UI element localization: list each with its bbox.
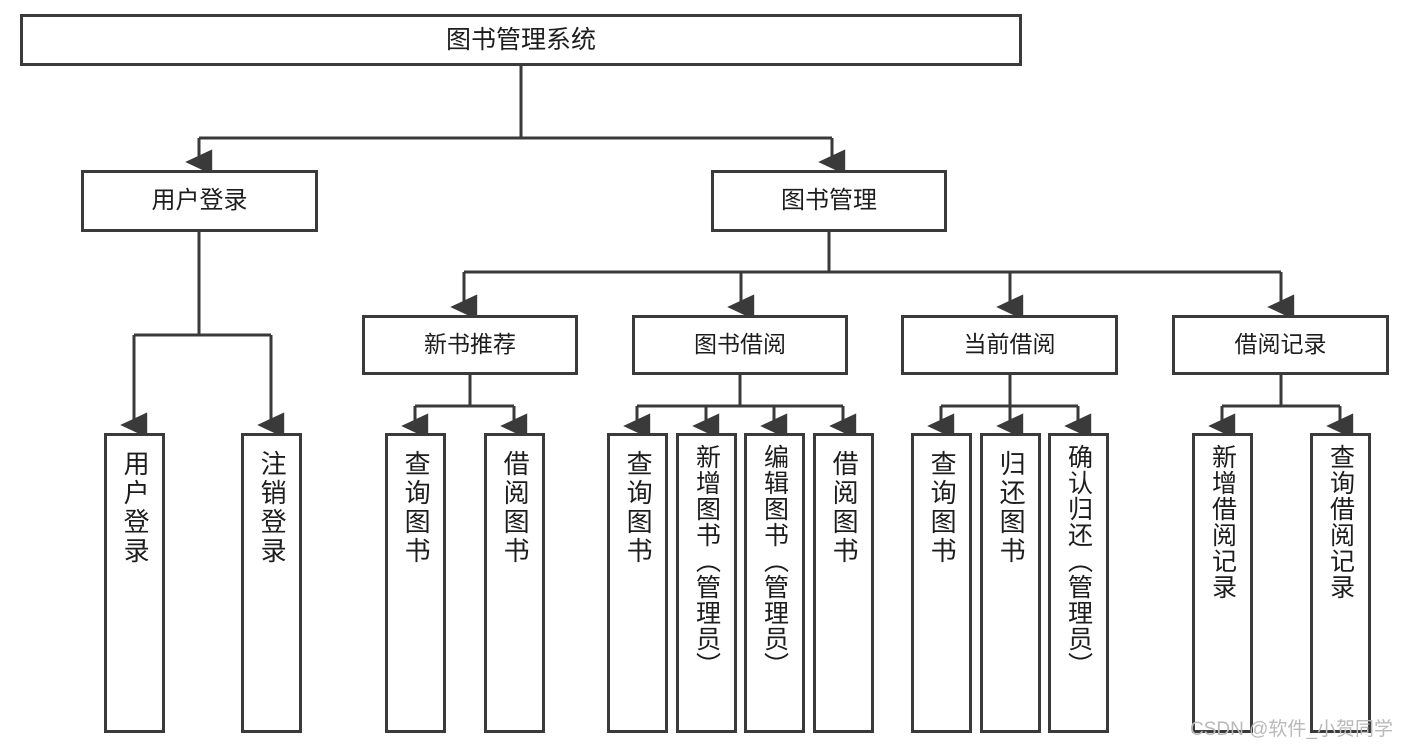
leaf-user-login-logout[interactable]: 注销登录 [241, 433, 302, 733]
node-label: 编辑图书（管理员） [760, 444, 789, 678]
leaf-borrow-record-add-record[interactable]: 新增借阅记录 [1192, 433, 1253, 733]
node-user-login[interactable]: 用户登录 [81, 170, 318, 232]
node-label: 新书推荐 [424, 331, 516, 358]
node-label: 用户登录 [120, 450, 151, 566]
node-book-management[interactable]: 图书管理 [711, 170, 947, 232]
leaf-current-borrow-return-book[interactable]: 归还图书 [980, 433, 1041, 733]
node-label: 新增借阅记录 [1208, 444, 1237, 600]
leaf-new-book-query-book[interactable]: 查询图书 [385, 433, 446, 733]
node-current-borrow[interactable]: 当前借阅 [901, 315, 1118, 375]
node-label: 注销登录 [257, 450, 288, 566]
node-label: 借阅图书 [500, 450, 531, 566]
node-label: 查询图书 [927, 450, 958, 566]
node-label: 查询借阅记录 [1326, 444, 1355, 600]
node-label: 图书管理 [781, 186, 877, 214]
node-label: 归还图书 [996, 450, 1027, 566]
node-label: 当前借阅 [963, 331, 1056, 358]
leaf-borrow-record-query-record[interactable]: 查询借阅记录 [1310, 433, 1371, 733]
leaf-book-borrow-query-book[interactable]: 查询图书 [607, 433, 668, 733]
node-label: 借阅记录 [1234, 331, 1327, 358]
node-book-borrow[interactable]: 图书借阅 [632, 315, 848, 375]
node-label: 用户登录 [151, 186, 248, 214]
node-borrow-record[interactable]: 借阅记录 [1172, 315, 1389, 375]
leaf-new-book-borrow-book[interactable]: 借阅图书 [484, 433, 545, 733]
node-label: 图书借阅 [694, 331, 786, 358]
watermark-csdn: CSDN @软件_小贺同学 [1190, 719, 1393, 740]
node-root-book-management-system[interactable]: 图书管理系统 [20, 14, 1022, 66]
node-label: 借阅图书 [829, 450, 860, 566]
node-label: 查询图书 [623, 450, 654, 566]
node-new-book-recommend[interactable]: 新书推荐 [362, 315, 578, 375]
node-label: 新增图书（管理员） [692, 444, 721, 678]
leaf-current-borrow-query-book[interactable]: 查询图书 [911, 433, 972, 733]
leaf-user-login-login[interactable]: 用户登录 [104, 433, 165, 733]
leaf-book-borrow-borrow-book[interactable]: 借阅图书 [813, 433, 874, 733]
leaf-book-borrow-add-book-admin[interactable]: 新增图书（管理员） [676, 433, 737, 733]
node-label: 确认归还（管理员） [1064, 444, 1093, 678]
node-label: 图书管理系统 [445, 26, 596, 54]
leaf-book-borrow-edit-book-admin[interactable]: 编辑图书（管理员） [744, 433, 805, 733]
leaf-current-borrow-confirm-return-admin[interactable]: 确认归还（管理员） [1048, 433, 1109, 733]
node-label: 查询图书 [401, 450, 432, 566]
